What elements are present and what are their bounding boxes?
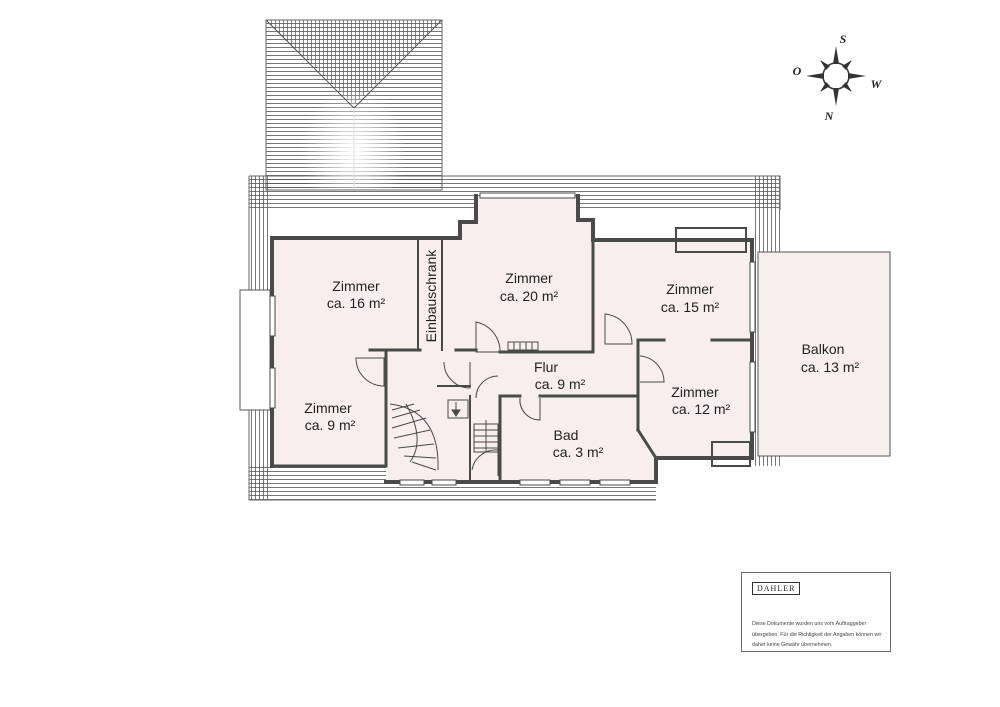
room-8-area: ca. 3 m² [553, 444, 604, 460]
compass-west: W [871, 77, 883, 91]
disclaimer-box: DAHLER Diese Dokumente wurden uns vom Au… [741, 572, 891, 652]
dahler-logo: DAHLER [752, 582, 801, 595]
compass-south: S [840, 32, 847, 46]
room-5-area: ca. 9 m² [535, 376, 586, 392]
room-5-name: Flur [534, 359, 558, 375]
room-1-area: ca. 16 m² [327, 295, 386, 311]
room-3-name: Zimmer [666, 281, 714, 297]
compass-east: O [793, 64, 802, 78]
walls [270, 194, 754, 484]
room-6-name: Zimmer [304, 400, 352, 416]
staircase [389, 399, 499, 471]
roof-tower [265, 19, 443, 191]
room-3-area: ca. 15 m² [661, 299, 720, 315]
room-2-name: Zimmer [505, 270, 553, 286]
room-4-name: Balkon [802, 341, 845, 357]
room-6-area: ca. 9 m² [305, 417, 356, 433]
room-labels: Zimmer ca. 16 m² Zimmer ca. 20 m² Zimmer… [304, 249, 859, 460]
room-7-area: ca. 12 m² [672, 401, 731, 417]
compass-rose-icon [806, 46, 866, 106]
disclaimer-text: Diese Dokumente wurden uns vom Auftragge… [752, 621, 882, 648]
room-1-name: Zimmer [332, 278, 380, 294]
compass-north: N [824, 109, 835, 123]
room-8-name: Bad [554, 427, 579, 443]
einbauschrank-label: Einbauschrank [423, 249, 439, 343]
windows [269, 192, 756, 486]
radiator [507, 341, 539, 351]
room-7-name: Zimmer [671, 384, 719, 400]
compass: S N O W [793, 32, 883, 123]
room-4-area: ca. 13 m² [801, 359, 860, 375]
floor-area [239, 196, 891, 482]
room-2-area: ca. 20 m² [500, 288, 559, 304]
door-swings [355, 313, 665, 476]
